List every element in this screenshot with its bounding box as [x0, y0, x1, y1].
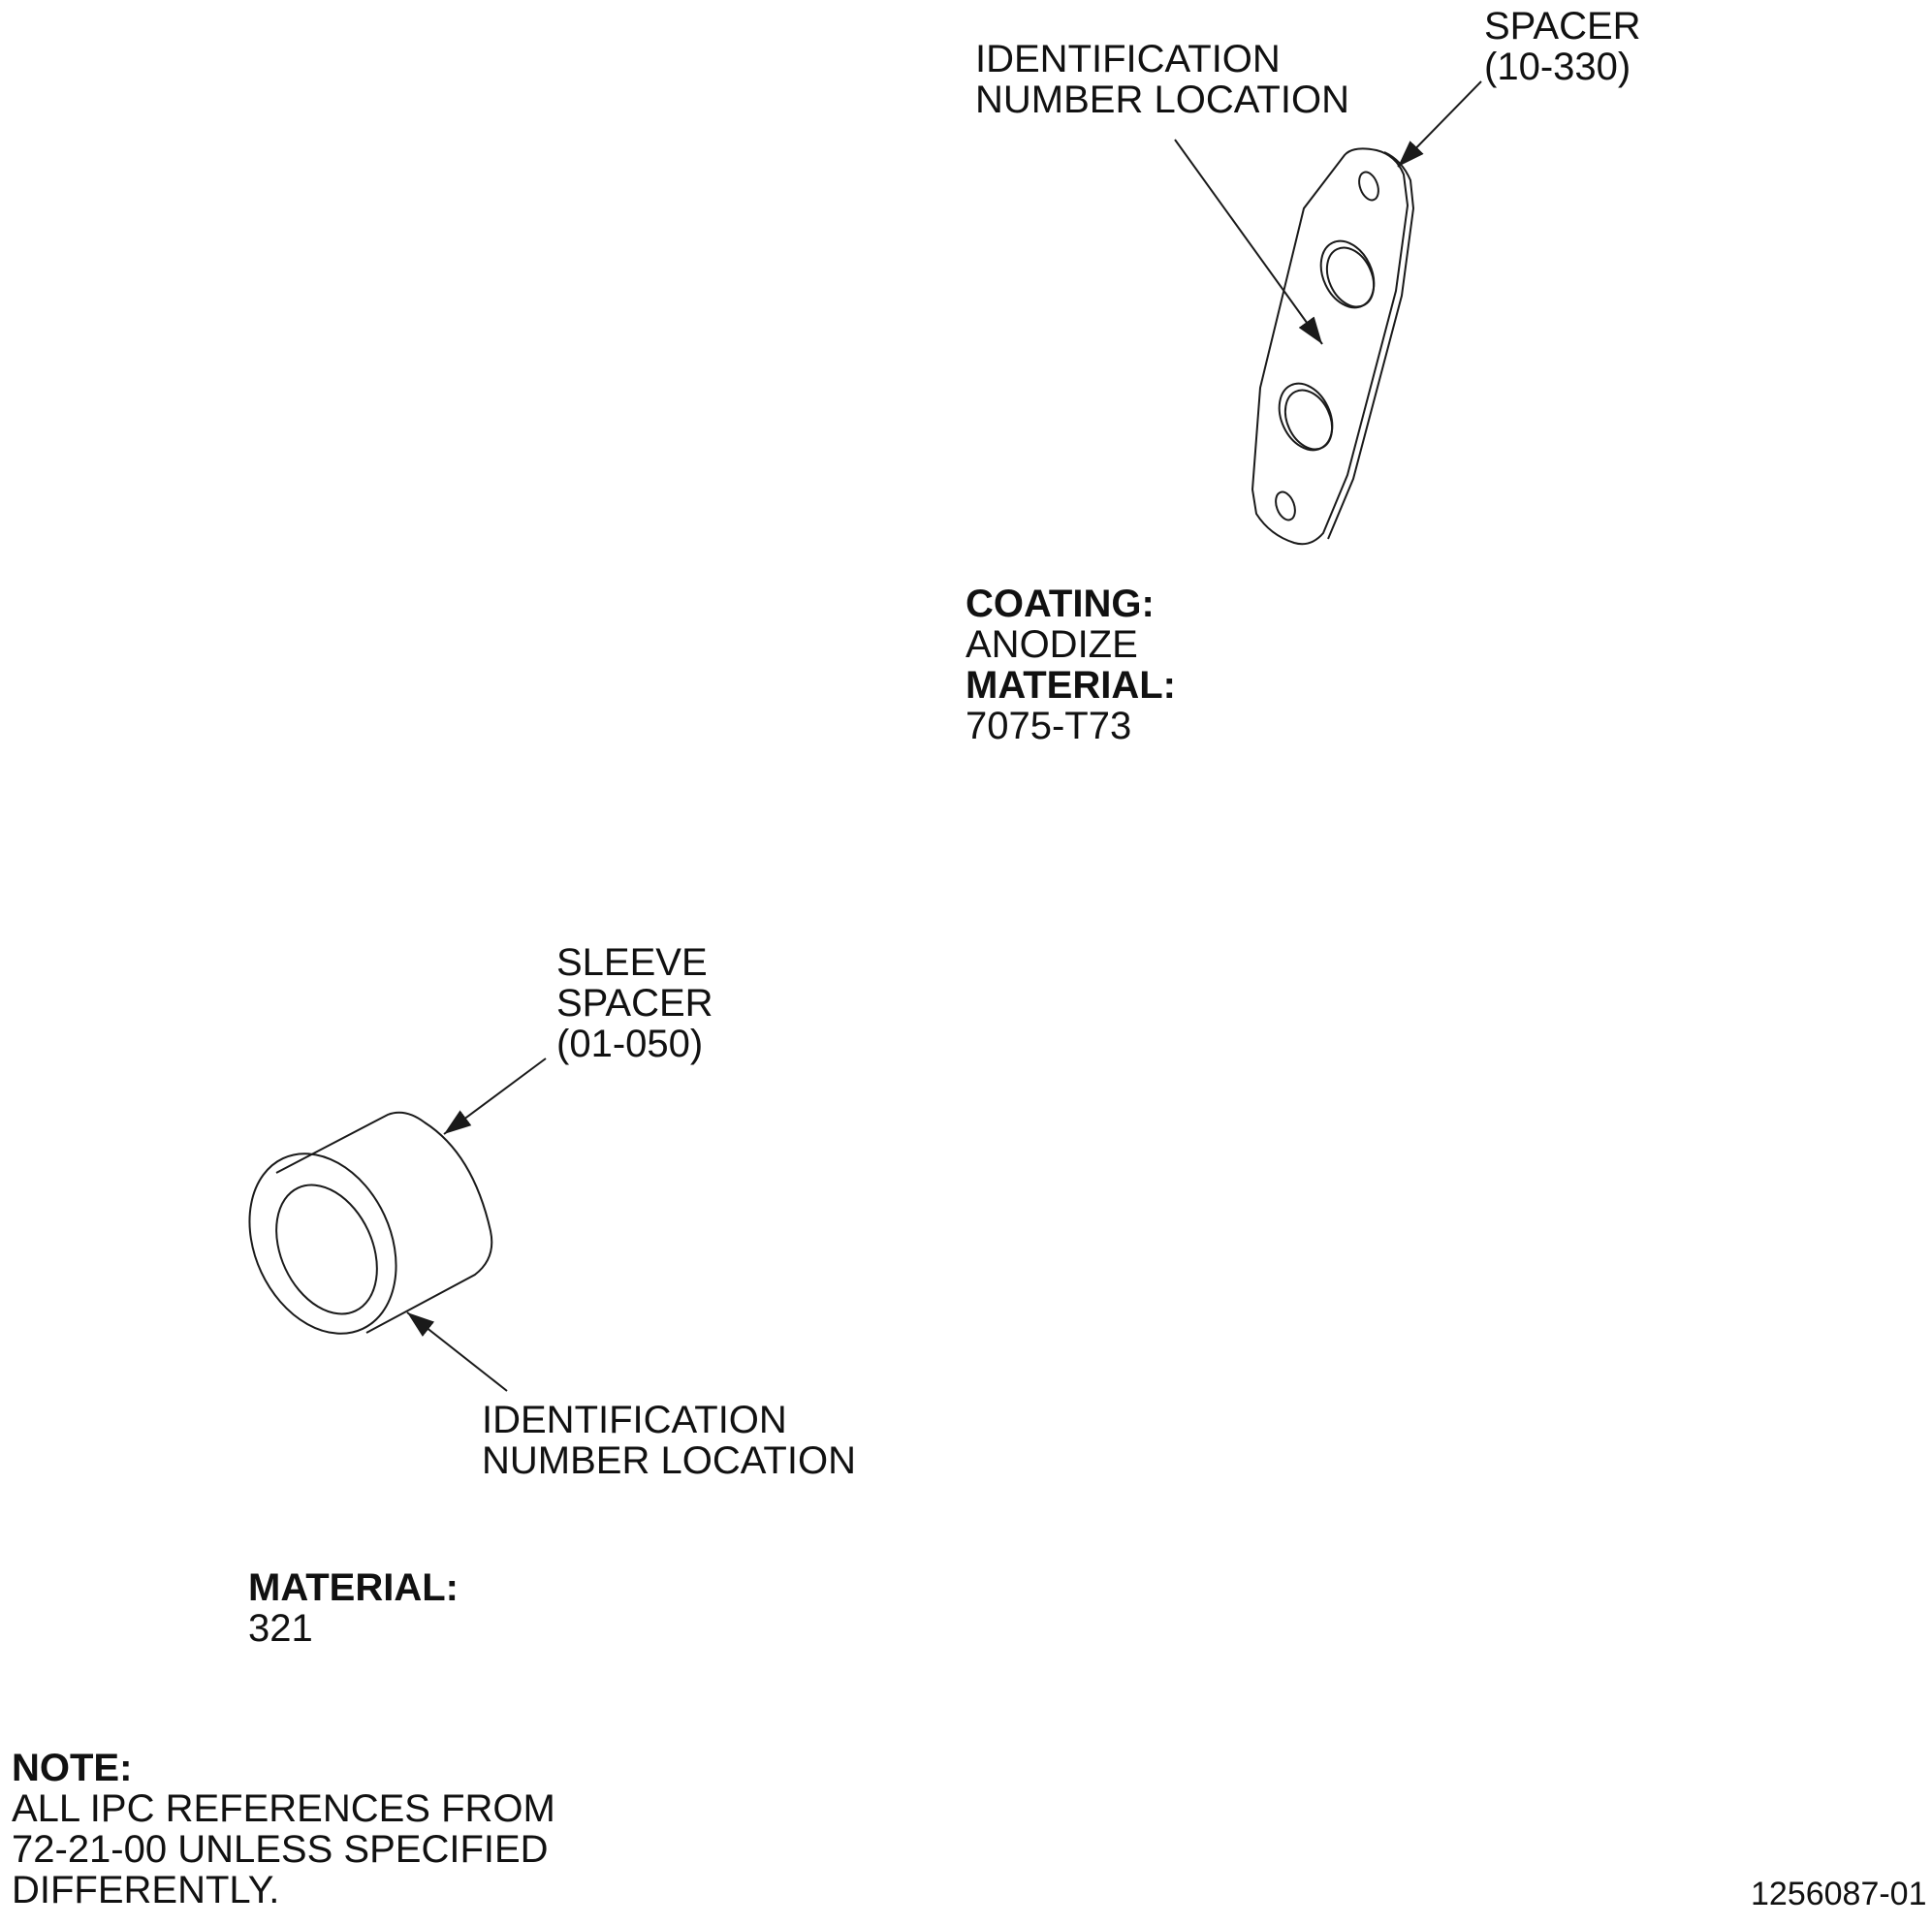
spacer-coating-value: ANODIZE: [966, 623, 1138, 666]
sleeve-part-callout: SLEEVE SPACER (01-050): [556, 942, 713, 1064]
spacer-large-hole-2-inner: [1283, 389, 1334, 451]
note-line-2: 72-21-00 UNLESS SPECIFIED: [12, 1828, 549, 1871]
sleeve-id-line-2: NUMBER LOCATION: [482, 1439, 856, 1482]
sleeve-spec-block: MATERIAL: 321: [248, 1567, 459, 1649]
spacer-small-hole-top: [1358, 171, 1379, 202]
sleeve-id-callout: IDENTIFICATION NUMBER LOCATION: [482, 1400, 856, 1481]
spacer-id-line-2: NUMBER LOCATION: [975, 79, 1349, 121]
spacer-id-line-1: IDENTIFICATION: [975, 38, 1281, 80]
sleeve-body: [275, 1111, 493, 1334]
spacer-plate-drawing: [1174, 80, 1482, 546]
sleeve-front-face: [248, 1152, 397, 1335]
sleeve-spacer-drawing: [248, 1058, 547, 1392]
spacer-material-value: 7075-T73: [966, 705, 1132, 747]
sleeve-part-name-2: SPACER: [556, 982, 713, 1025]
sleeve-material-label: MATERIAL:: [248, 1566, 459, 1609]
sleeve-id-leader: [406, 1311, 508, 1392]
spacer-part-ref: (10-330): [1484, 46, 1631, 88]
note-label: NOTE:: [12, 1747, 133, 1789]
spacer-plate-outline: [1251, 147, 1409, 546]
spacer-part-name: SPACER: [1484, 5, 1641, 47]
note-line-3: DIFFERENTLY.: [12, 1869, 280, 1911]
spacer-plate-edge: [1327, 151, 1415, 540]
note-block: NOTE: ALL IPC REFERENCES FROM 72-21-00 U…: [12, 1748, 555, 1910]
spacer-id-callout: IDENTIFICATION NUMBER LOCATION: [975, 39, 1349, 120]
sleeve-part-leader: [443, 1058, 547, 1135]
drawing-number: 1256087-01: [1751, 1876, 1927, 1912]
spacer-small-hole-bottom: [1275, 490, 1296, 521]
spacer-spec-block: COATING: ANODIZE MATERIAL: 7075-T73: [966, 584, 1176, 746]
sleeve-material-value: 321: [248, 1607, 313, 1650]
spacer-coating-label: COATING:: [966, 583, 1155, 625]
note-line-1: ALL IPC REFERENCES FROM: [12, 1787, 555, 1830]
spacer-part-callout: SPACER (10-330): [1484, 6, 1641, 87]
spacer-id-leader: [1174, 139, 1323, 345]
sleeve-bore: [275, 1184, 378, 1315]
spacer-material-label: MATERIAL:: [966, 664, 1176, 707]
sleeve-part-name-1: SLEEVE: [556, 941, 708, 984]
spacer-part-leader: [1397, 80, 1482, 168]
spacer-large-hole-1-inner: [1325, 246, 1376, 308]
sleeve-part-ref: (01-050): [556, 1023, 704, 1065]
sleeve-id-line-1: IDENTIFICATION: [482, 1399, 787, 1441]
